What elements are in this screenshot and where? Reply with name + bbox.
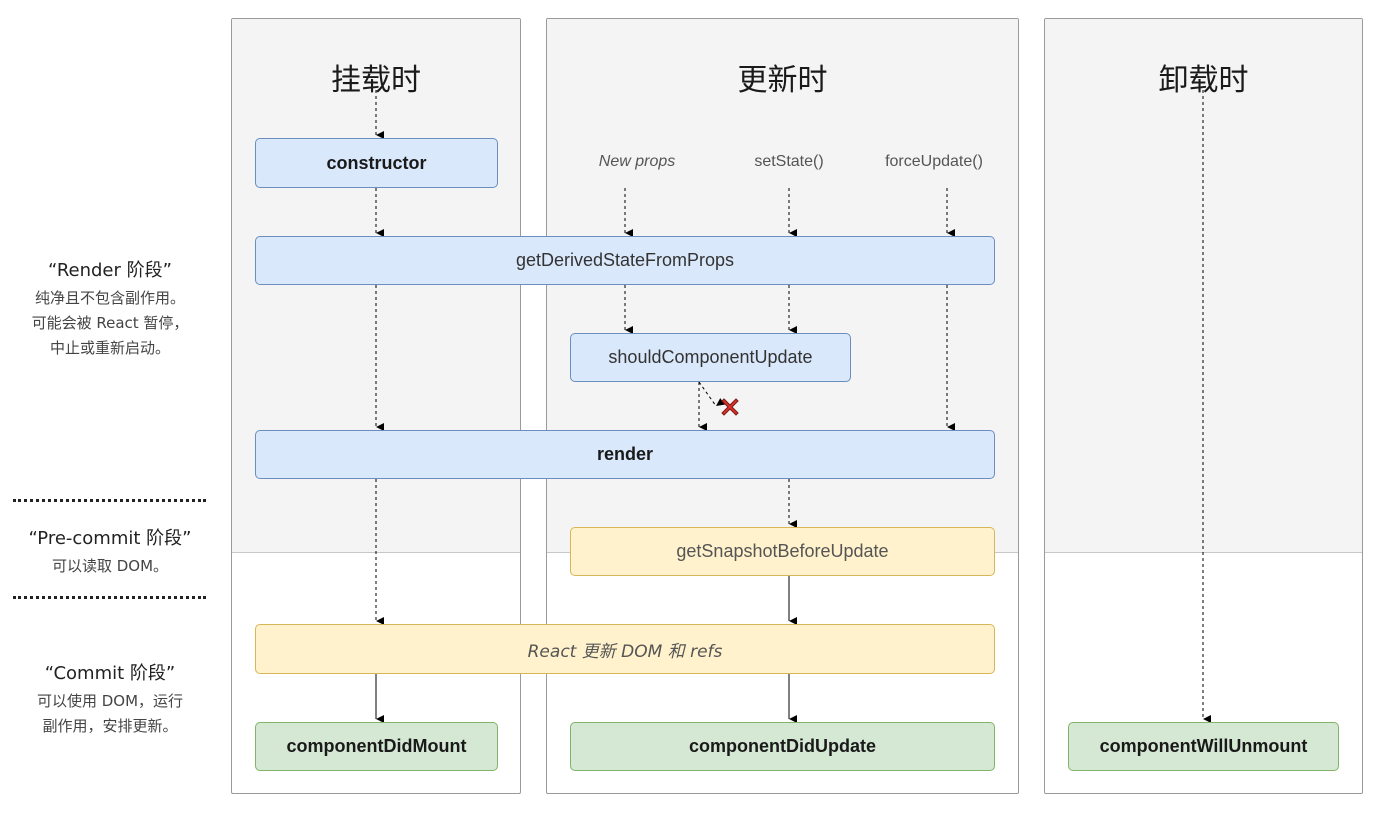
phase-separator-bottom <box>13 596 206 599</box>
trigger-new-props: New props <box>598 153 676 170</box>
phase-separator-top <box>13 499 206 502</box>
arrow-scu-cancel <box>698 381 725 407</box>
unmount-column: 卸载时 <box>1044 18 1363 794</box>
cross-mark-icon <box>721 398 739 416</box>
commit-phase-line-2: 副作用，安排更新。 <box>42 717 178 735</box>
update-column-title: 更新时 <box>737 63 828 98</box>
render-box: render <box>255 430 995 479</box>
render-phase-line-1: 纯净且不包含副作用。 <box>34 289 185 307</box>
render-phase-label: “Render 阶段” 纯净且不包含副作用。 可能会被 React 暂停， 中止… <box>0 256 220 361</box>
trigger-force-update: forceUpdate() <box>885 153 983 170</box>
get-snapshot-before-update-box: getSnapshotBeforeUpdate <box>570 527 995 576</box>
render-phase-line-3: 中止或重新启动。 <box>49 339 170 357</box>
render-phase-line-2: 可能会被 React 暂停， <box>31 314 189 332</box>
trigger-set-state: setState() <box>754 153 824 170</box>
component-did-mount-box: componentDidMount <box>255 722 498 771</box>
commit-phase-title: “Commit 阶段” <box>44 663 176 684</box>
commit-phase-line-1: 可以使用 DOM，运行 <box>36 692 184 710</box>
component-did-update-box: componentDidUpdate <box>570 722 995 771</box>
render-phase-title: “Render 阶段” <box>48 260 172 281</box>
react-updates-dom-box: React 更新 DOM 和 refs <box>255 624 995 674</box>
get-derived-state-from-props-box: getDerivedStateFromProps <box>255 236 995 285</box>
precommit-phase-line-1: 可以读取 DOM。 <box>51 557 169 575</box>
commit-phase-label: “Commit 阶段” 可以使用 DOM，运行 副作用，安排更新。 <box>0 659 220 739</box>
precommit-phase-title: “Pre-commit 阶段” <box>28 528 192 549</box>
component-will-unmount-box: componentWillUnmount <box>1068 722 1339 771</box>
should-component-update-box: shouldComponentUpdate <box>570 333 851 382</box>
precommit-phase-label: “Pre-commit 阶段” 可以读取 DOM。 <box>0 524 220 579</box>
constructor-box: constructor <box>255 138 498 188</box>
